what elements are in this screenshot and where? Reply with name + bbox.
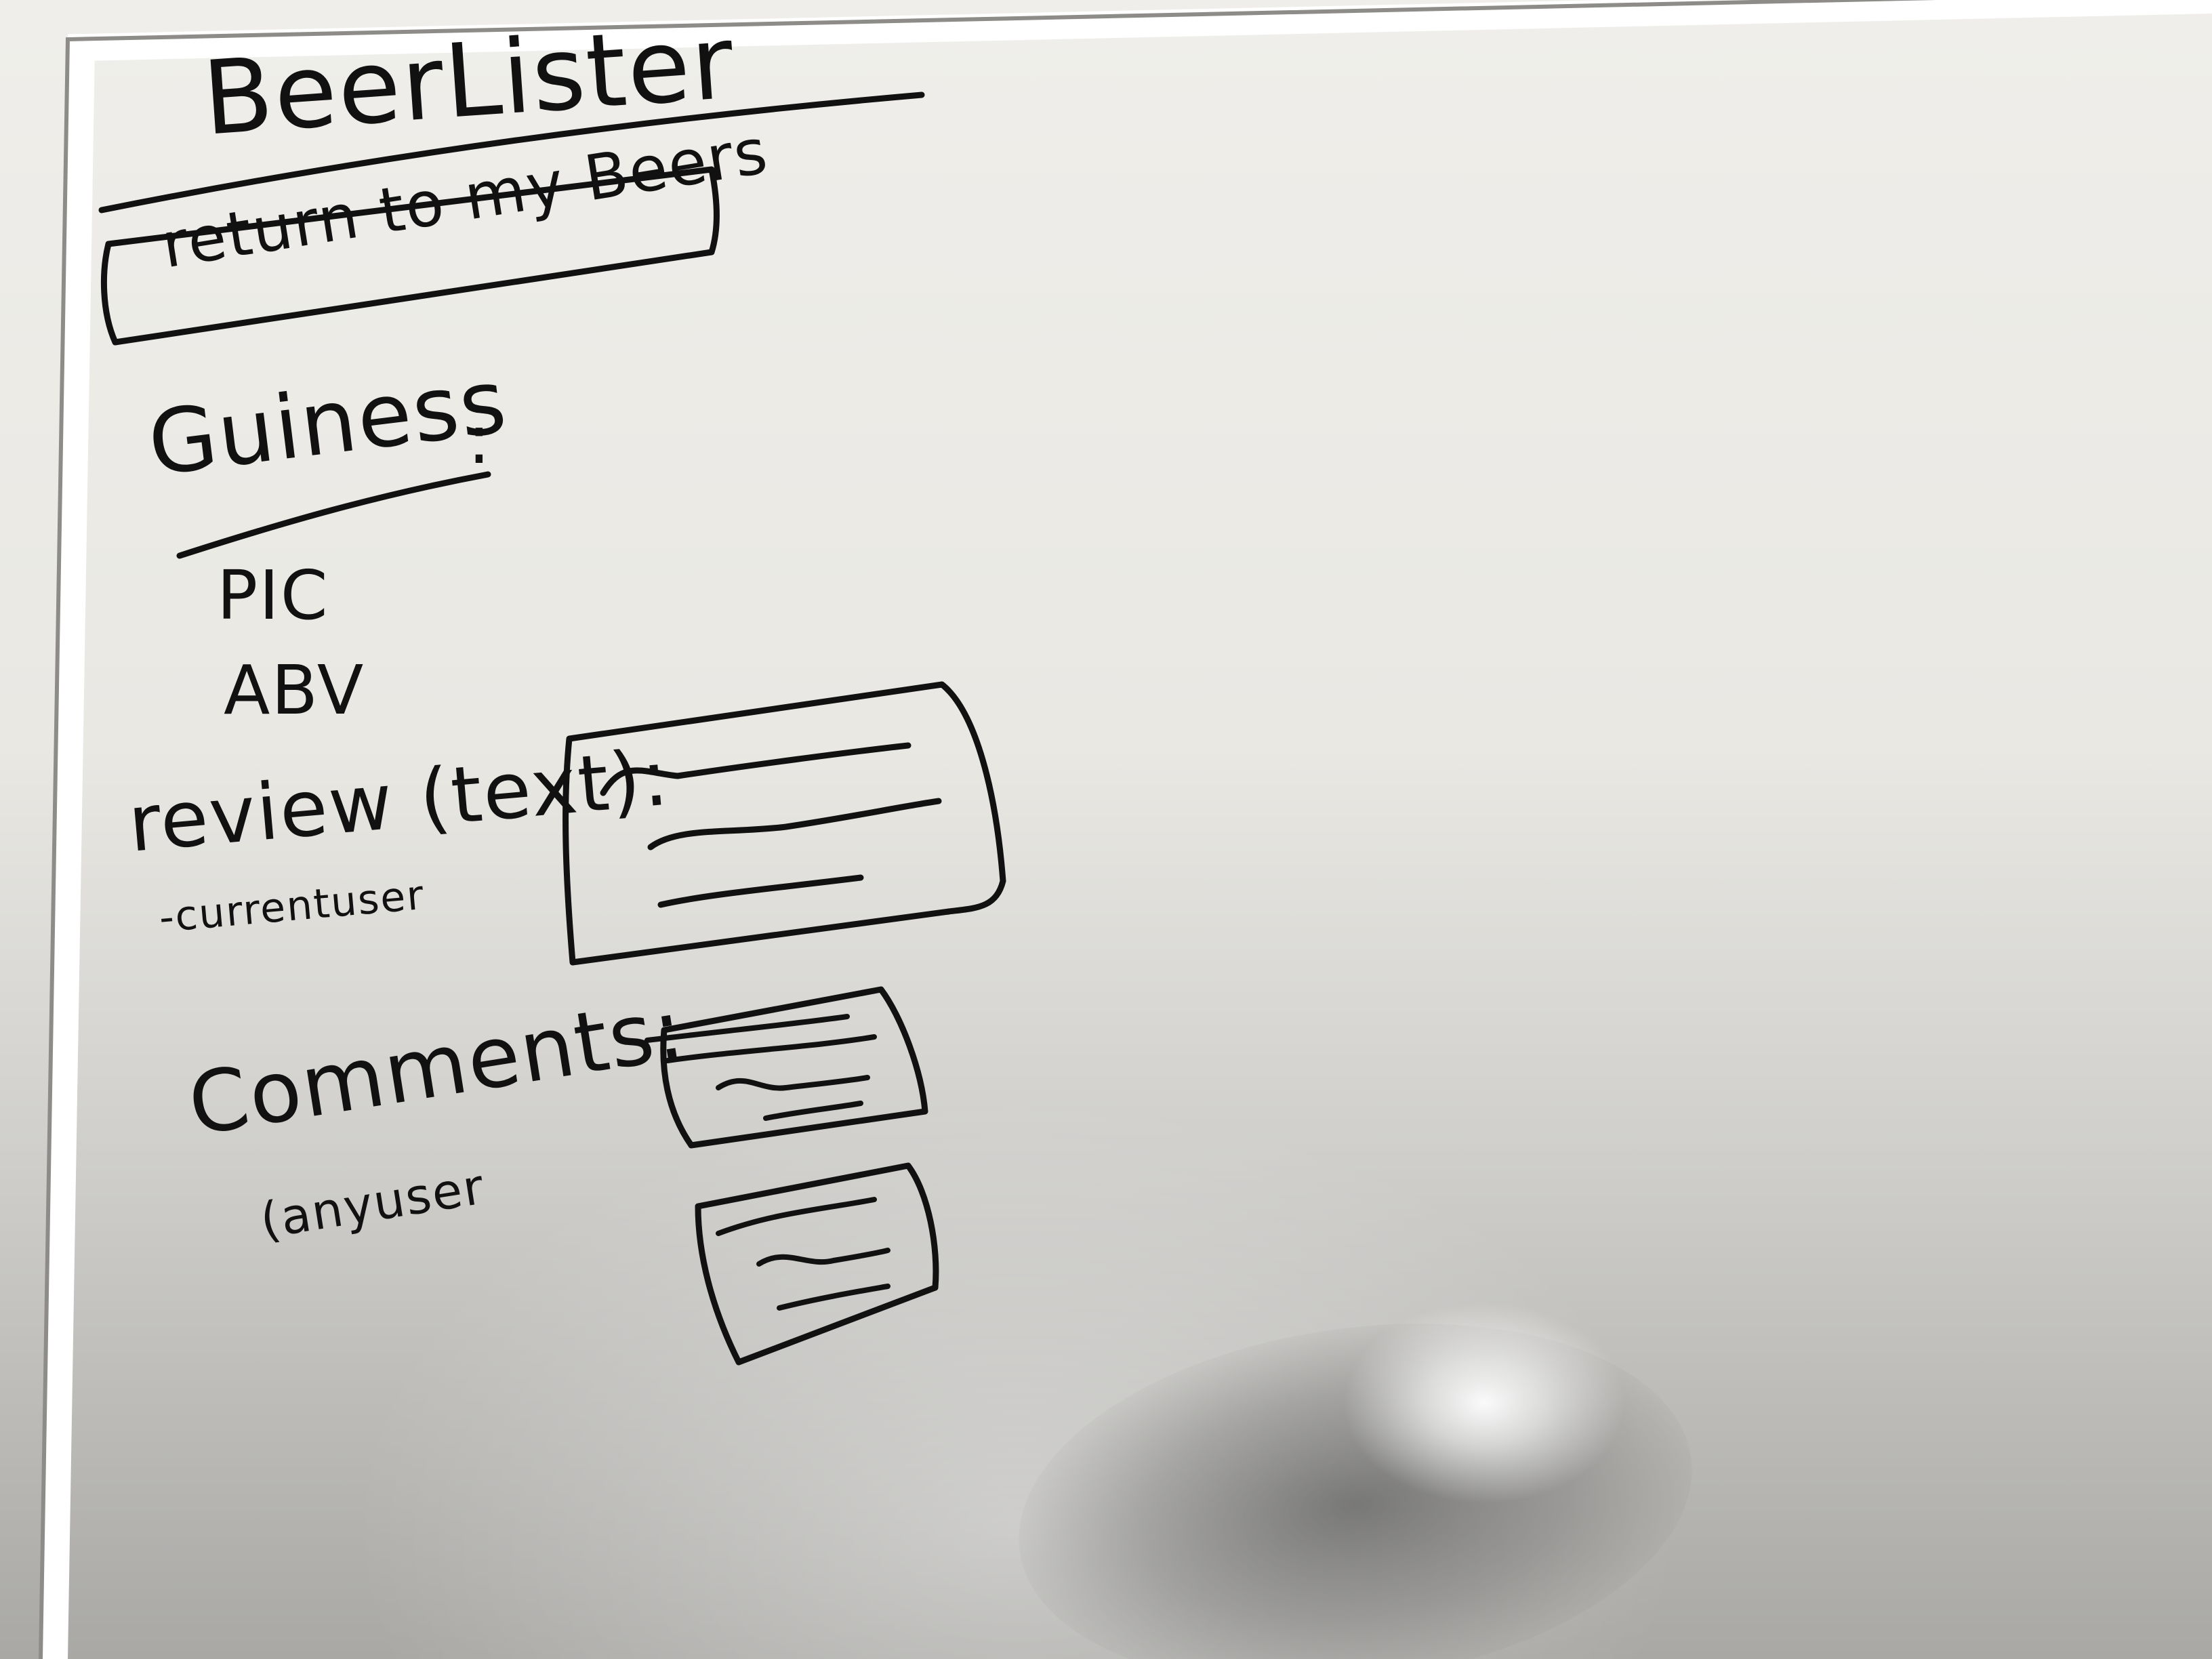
beer-name-colon: : [468, 400, 491, 479]
abv-field-label: ABV [224, 651, 365, 730]
title-underline [98, 91, 925, 213]
review-textbox[interactable] [562, 681, 1006, 966]
light-glare [1342, 1301, 1626, 1504]
nav-button-box [100, 166, 720, 346]
board-frame-edge [39, 0, 1937, 1659]
board-frame [41, 0, 2212, 1659]
comment-box-2 [695, 1162, 939, 1366]
beer-name-underline [176, 471, 491, 559]
pic-field-label: PIC [217, 556, 329, 635]
comment-box-1 [644, 986, 928, 1149]
